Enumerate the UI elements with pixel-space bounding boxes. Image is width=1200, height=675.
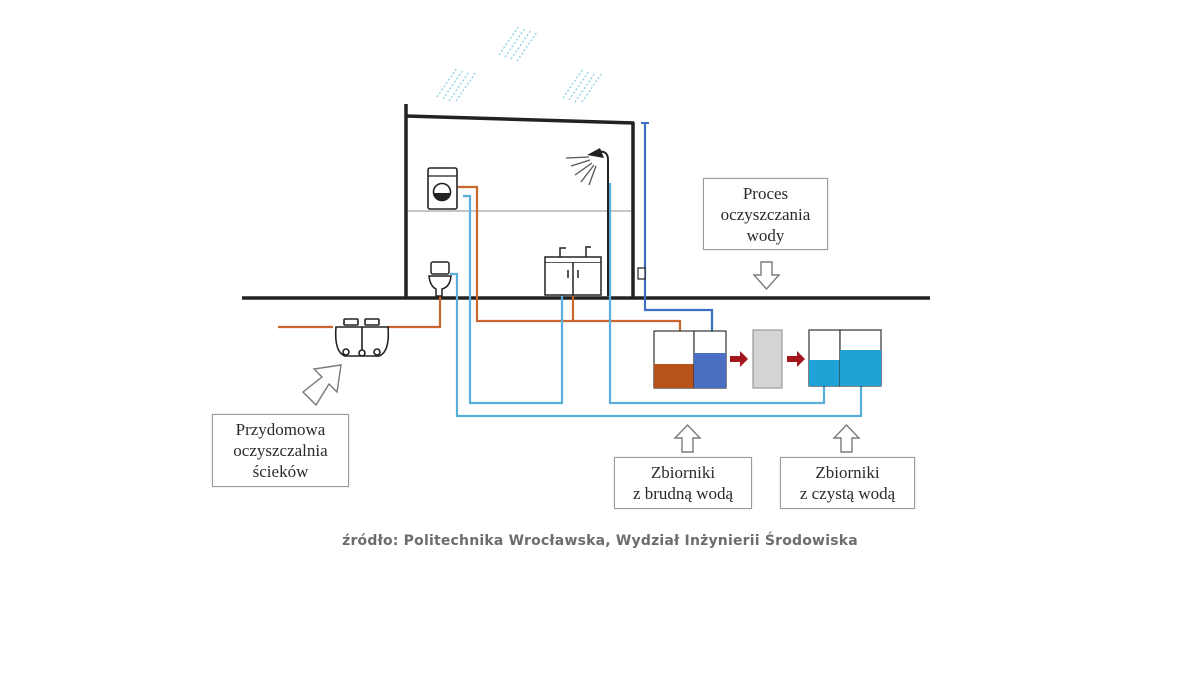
label-line: Zbiorniki xyxy=(815,463,880,482)
clean-water-pipes xyxy=(450,183,863,418)
source-caption: źródło: Politechnika Wrocławska, Wydział… xyxy=(342,533,858,549)
arrow-down-icon xyxy=(752,261,781,291)
label-dirty-water-tanks: Zbiorniki z brudną wodą xyxy=(614,457,752,509)
sink-cabinet-icon xyxy=(544,246,602,296)
house-outline xyxy=(404,104,635,298)
arrow-diagonal-icon xyxy=(301,364,342,407)
label-line: Przydomowa xyxy=(235,420,326,439)
wastewater-pipes xyxy=(278,185,682,331)
label-line: oczyszczania xyxy=(720,204,811,224)
label-line: z czystą wodą xyxy=(799,484,896,503)
flow-arrow-icon xyxy=(787,351,805,367)
label-water-treatment-process: Proces oczyszczania wody xyxy=(703,178,828,250)
label-home-wastewater-plant: Przydomowa oczyszczalnia ścieków xyxy=(212,414,349,487)
rain-icon xyxy=(436,25,603,103)
arrow-up-icon xyxy=(832,423,861,453)
flow-arrow-icon xyxy=(730,351,748,367)
label-line: Zbiorniki xyxy=(650,463,716,482)
arrow-up-icon xyxy=(673,423,702,453)
clean-water-tanks xyxy=(808,329,882,387)
label-line: wody xyxy=(746,225,785,245)
rainwater-pipe xyxy=(643,123,714,331)
label-clean-water-tanks: Zbiorniki z czystą wodą xyxy=(780,457,915,509)
shower-icon xyxy=(565,148,609,296)
toilet-icon xyxy=(428,261,452,297)
filter-unit-icon xyxy=(752,329,783,389)
label-line: ścieków xyxy=(252,462,309,481)
label-line: Proces xyxy=(742,183,789,203)
washing-machine-icon xyxy=(427,167,458,210)
label-line: z brudną wodą xyxy=(632,484,734,503)
septic-tank-icon xyxy=(334,318,390,357)
water-meter-icon xyxy=(637,267,646,280)
label-line: oczyszczalnia xyxy=(233,441,328,460)
dirty-water-tanks xyxy=(653,330,727,389)
